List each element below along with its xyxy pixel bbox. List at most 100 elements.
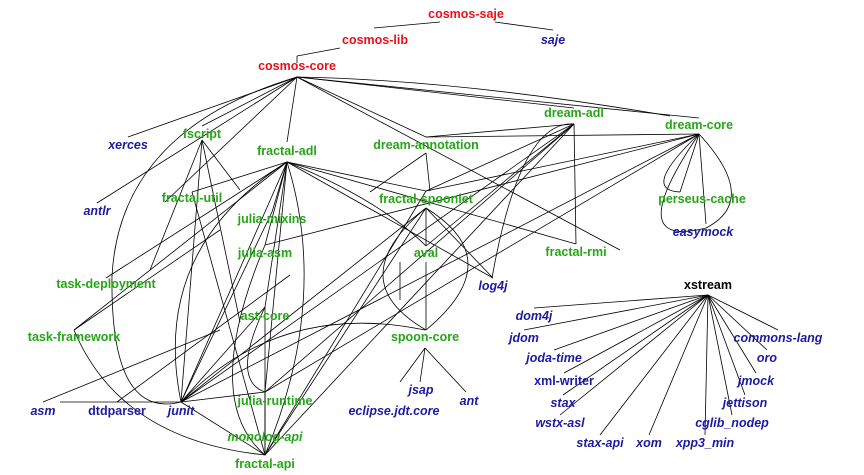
dependency-edge-91 [707, 294, 757, 374]
dependency-edge-82 [553, 294, 709, 351]
dependency-edge-76 [180, 401, 266, 456]
node-antlr: antlr [83, 204, 111, 218]
dependency-edge-18 [201, 139, 241, 323]
dependency-edge-41 [425, 123, 575, 138]
node-joda-time: joda-time [524, 351, 582, 365]
dependency-edge-48 [491, 123, 575, 279]
dependency-edge-29 [286, 161, 494, 279]
dependency-edge-35 [425, 133, 700, 192]
node-julia-asm: julia-asm [237, 246, 292, 260]
node-dream-adl: dream-adl [544, 106, 604, 120]
node-fractal-adl: fractal-adl [257, 144, 317, 158]
dependency-edge-84 [562, 294, 709, 396]
dependency-edge-30 [286, 161, 427, 247]
dependency-edge-0 [373, 21, 441, 29]
dependency-edge-67 [180, 306, 266, 403]
node-ant: ant [460, 394, 480, 408]
node-wstx-asl: wstx-asl [535, 416, 585, 430]
node-xerces: xerces [107, 138, 148, 152]
node-junit: junit [166, 404, 195, 418]
dependency-edge-21 [264, 161, 288, 246]
dependency-edge-54 [425, 207, 494, 279]
dependency-edge-59 [399, 347, 426, 383]
dependency-edge-22 [73, 161, 288, 331]
node-jettison: jettison [721, 396, 768, 410]
dependency-edge-56 [425, 207, 469, 331]
dependency-edge-86 [599, 294, 709, 436]
dependency-edge-46 [264, 123, 575, 456]
dependency-edge-47 [425, 123, 575, 247]
dependency-edge-26 [105, 161, 288, 279]
dependency-edge-68 [180, 391, 266, 403]
node-task-framework: task-framework [28, 330, 120, 344]
dependency-edge-8 [296, 76, 575, 109]
dependency-edge-85 [559, 294, 709, 416]
node-fractal-spoonlet: fractal-spoonlet [379, 192, 474, 206]
node-perseus-cache: perseus-cache [658, 192, 746, 206]
node-stax: stax [550, 396, 576, 410]
node-xml-writer: xml-writer [534, 374, 594, 388]
node-log4j: log4j [478, 279, 508, 293]
dependency-edge-66 [180, 211, 273, 403]
dependency-edge-81 [523, 294, 709, 331]
label-layer: cosmos-saje cosmos-lib saje cosmos-core … [28, 7, 823, 471]
node-jdom: jdom [507, 331, 539, 345]
node-fractal-rmi: fractal-rmi [545, 245, 606, 259]
dependency-edge-27 [286, 161, 427, 192]
dependency-edge-52 [264, 207, 427, 456]
edge-layer [42, 21, 779, 456]
dependency-edge-50 [425, 152, 431, 192]
node-stax-api: stax-api [576, 436, 624, 450]
dependency-edge-43 [573, 123, 577, 245]
node-spoon-core: spoon-core [391, 330, 459, 344]
dependency-edge-49 [369, 152, 427, 193]
dependency-edge-89 [707, 294, 733, 416]
node-julia-mixins: julia-mixins [237, 212, 307, 226]
dependency-edge-17 [180, 139, 203, 403]
dependency-edge-92 [707, 294, 768, 351]
node-cosmos-lib: cosmos-lib [342, 33, 408, 47]
dependency-edge-95 [698, 133, 732, 229]
node-ast-core: ast-core [241, 309, 290, 323]
dependency-edge-19 [191, 161, 288, 193]
dependency-edge-72 [232, 244, 266, 456]
dependency-edge-42 [425, 123, 575, 192]
dependency-edge-12 [296, 76, 621, 251]
dependency-edge-16 [149, 139, 203, 271]
dependency-edge-62 [180, 322, 426, 403]
dependency-edge-88 [704, 294, 709, 436]
dependency-edge-40 [660, 133, 707, 232]
dependency-edge-77 [191, 191, 266, 456]
dependency-edge-53 [180, 207, 427, 403]
dependency-edge-94 [663, 133, 700, 193]
dependency-edge-32 [174, 161, 288, 403]
dependency-edge-78 [264, 190, 427, 456]
node-fractal-api: fractal-api [235, 457, 295, 471]
node-fractal-util: fractal-util [162, 191, 222, 205]
node-asm: asm [30, 404, 55, 418]
dependency-edge-39 [264, 133, 700, 393]
dependency-edge-13 [111, 76, 298, 277]
dependency-edge-36 [425, 133, 700, 138]
dependency-edge-7 [296, 76, 427, 138]
node-dream-annotation: dream-annotation [373, 138, 479, 152]
dependency-edge-34 [698, 133, 707, 225]
dependency-edge-33 [679, 133, 700, 193]
dependency-edge-9 [296, 76, 700, 119]
dependency-edge-11 [164, 76, 298, 203]
node-monolog-api: monolog-api [228, 430, 304, 444]
dependency-edge-31 [264, 161, 305, 456]
dependency-edge-6 [286, 76, 298, 143]
dependency-edge-1 [494, 21, 554, 31]
dependency-edge-55 [382, 207, 427, 331]
node-dtdparser: dtdparser [88, 404, 146, 418]
dependency-edge-83 [563, 294, 709, 374]
dependency-edge-60 [424, 347, 467, 393]
dependency-edge-10 [96, 76, 298, 204]
node-task-deployment: task-deployment [56, 277, 156, 291]
dependency-edge-24 [264, 161, 288, 308]
dependency-edge-61 [419, 347, 426, 383]
dependency-edge-64 [116, 274, 291, 403]
node-aval: aval [414, 246, 438, 260]
